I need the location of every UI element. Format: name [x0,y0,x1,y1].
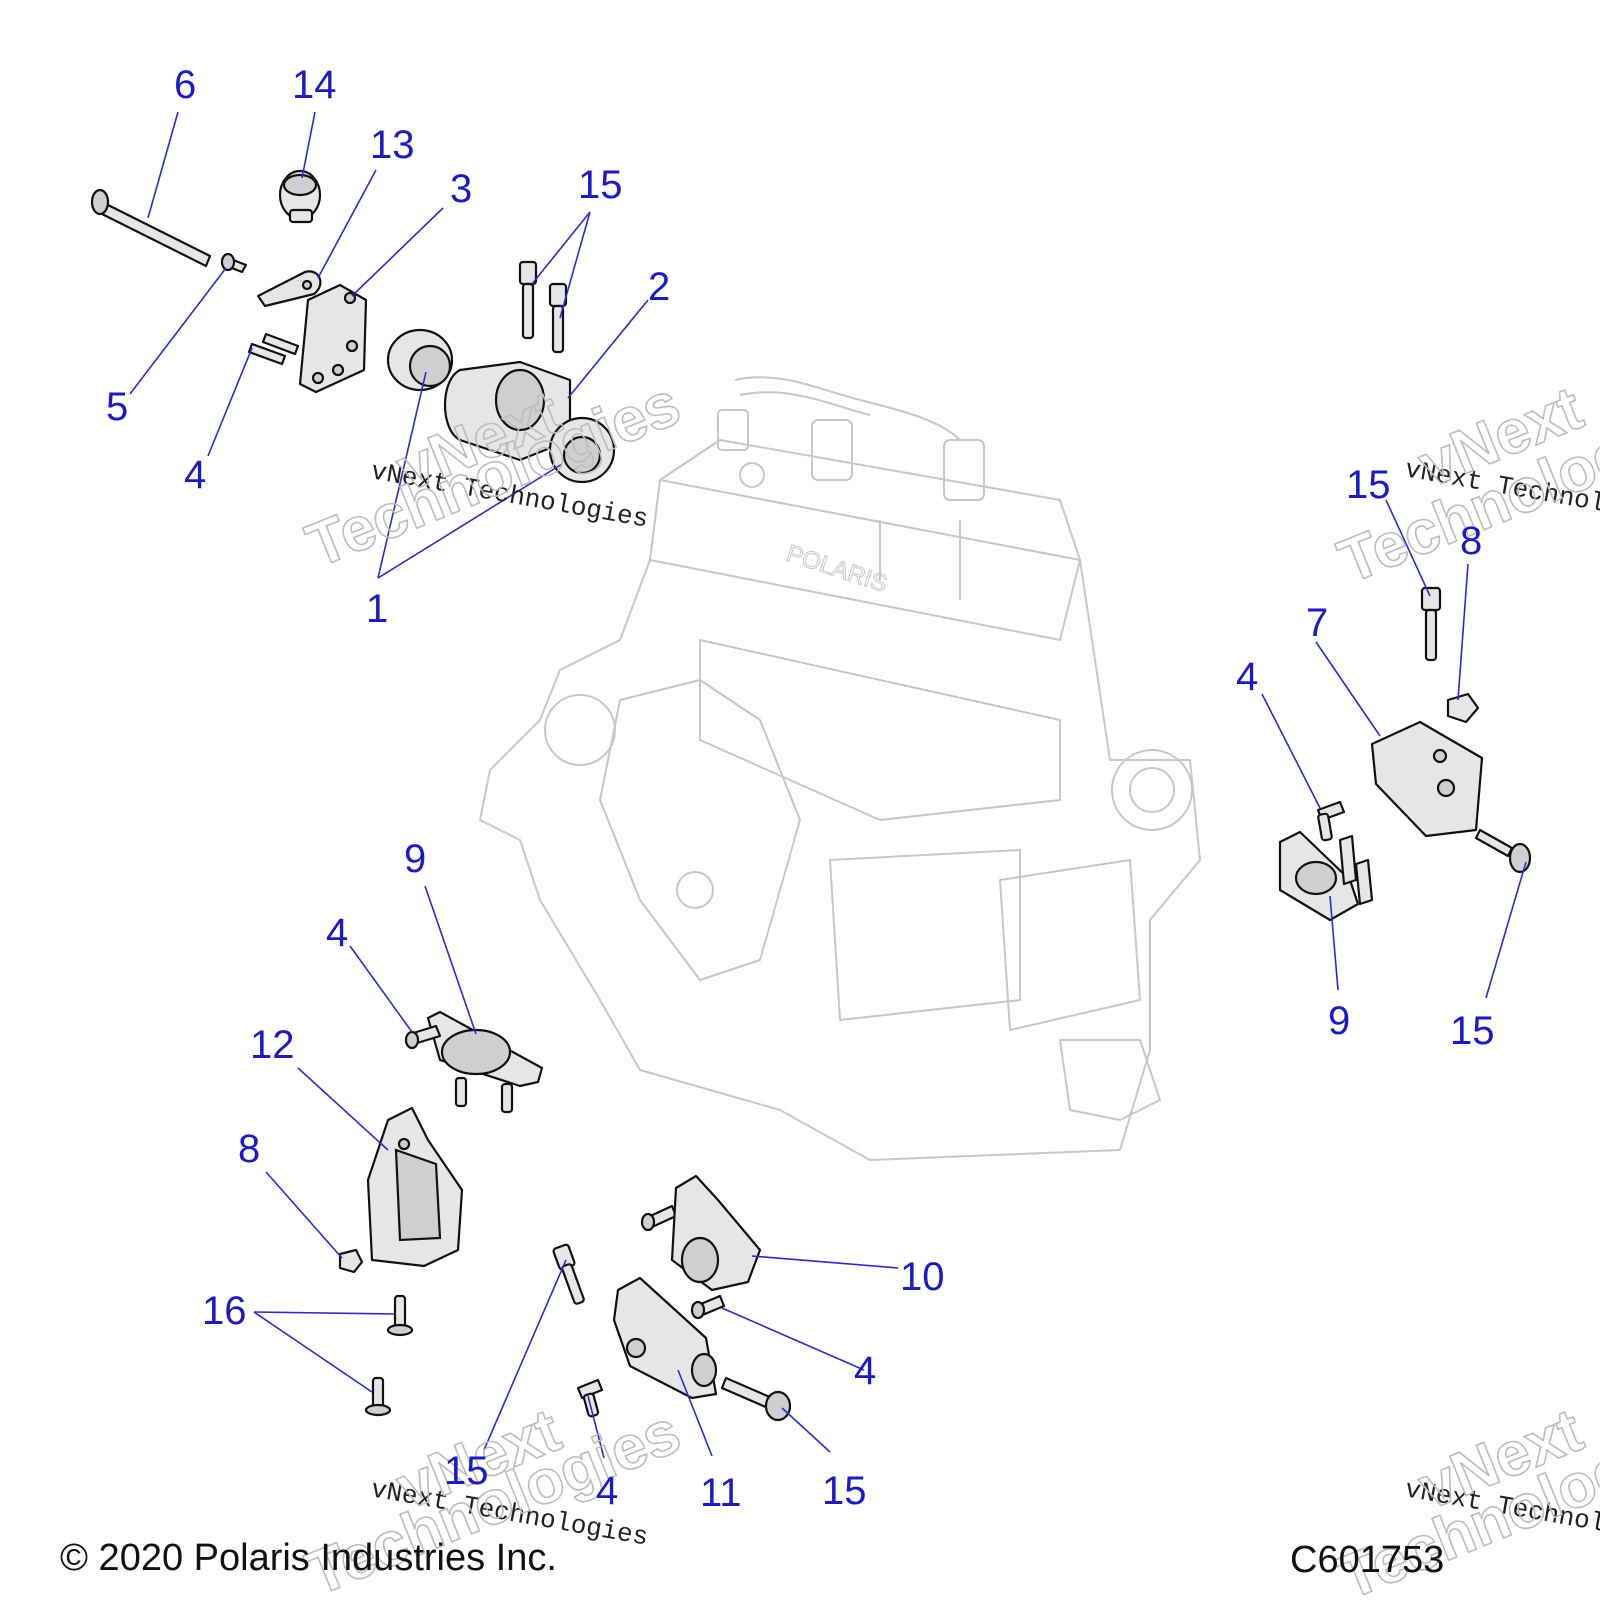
part-15-bolt-lower-center [720,1376,792,1422]
callout-labels: 6 14 13 3 15 2 5 4 1 15 8 7 4 9 15 9 4 1… [106,63,1495,1515]
part-15-bolt-lower-right [1474,828,1532,874]
callout-8-left: 8 [238,1127,260,1171]
callout-1: 1 [366,587,388,631]
copyright-text: © 2020 Polaris Industries Inc. [60,1537,557,1579]
callout-15-lower-left: 15 [444,1449,489,1493]
part-14-clamp [278,169,322,224]
part-15-bolts-top [518,260,568,354]
callout-11: 11 [700,1471,742,1515]
part-9-mount-right [1278,830,1374,922]
callout-15-lower-center: 15 [822,1469,867,1513]
part-4-bolt-left [404,1024,442,1050]
callout-4: 4 [184,453,206,497]
watermarks: vNext Technologies vNext Technologies vN… [297,368,1600,1600]
callout-10: 10 [900,1255,945,1299]
part-9-mount-left [426,1010,544,1114]
callout-8-right: 8 [1460,519,1482,563]
callout-13: 13 [370,123,415,167]
callout-6: 6 [174,63,196,107]
callout-7: 7 [1306,601,1328,645]
callout-4-center: 4 [854,1349,876,1393]
diagram-code: C601753 [1290,1539,1444,1581]
part-3-bracket [298,283,368,394]
part-2-mount-housing [443,360,572,462]
part-15-bolt-right [1420,586,1442,662]
part-5-bolt [220,252,248,274]
part-4-bolt-upper-center [640,1204,678,1232]
part-4-bolt-mid-center [690,1294,726,1320]
callout-15: 15 [578,163,623,207]
callout-9-left: 9 [404,837,426,881]
part-4-bolt-lower-center [576,1378,604,1418]
part-4-bolt-right [1316,800,1346,842]
part-12-bracket [366,1106,464,1268]
part-11-bracket [612,1276,718,1400]
part-16-bolts [364,1294,414,1417]
callout-9-right: 9 [1328,999,1350,1043]
part-4-studs [247,332,300,366]
callout-4-left: 4 [326,911,348,955]
part-13-tab-plate [256,270,322,308]
part-1-bushing-right [548,416,616,484]
part-8-nut-left [338,1248,364,1274]
callout-15-right-upper: 15 [1346,463,1391,507]
leader-lines [129,111,1527,1459]
callout-5: 5 [106,385,128,429]
callout-14: 14 [292,63,337,107]
callout-4-right: 4 [1236,655,1258,699]
part-8-nut-right [1446,692,1480,724]
callout-2: 2 [648,265,670,309]
part-1-bushing-left [386,328,454,392]
part-7-bracket [1370,720,1484,838]
callout-15-right-lower: 15 [1450,1009,1495,1053]
callout-16: 16 [202,1289,247,1333]
part-15-bolt-lower-left [552,1243,585,1305]
part-10-mount [670,1174,762,1292]
callout-12: 12 [250,1023,295,1067]
callout-3: 3 [450,167,472,211]
callout-4-lower: 4 [596,1469,618,1513]
part-6-through-bolt [90,188,212,268]
